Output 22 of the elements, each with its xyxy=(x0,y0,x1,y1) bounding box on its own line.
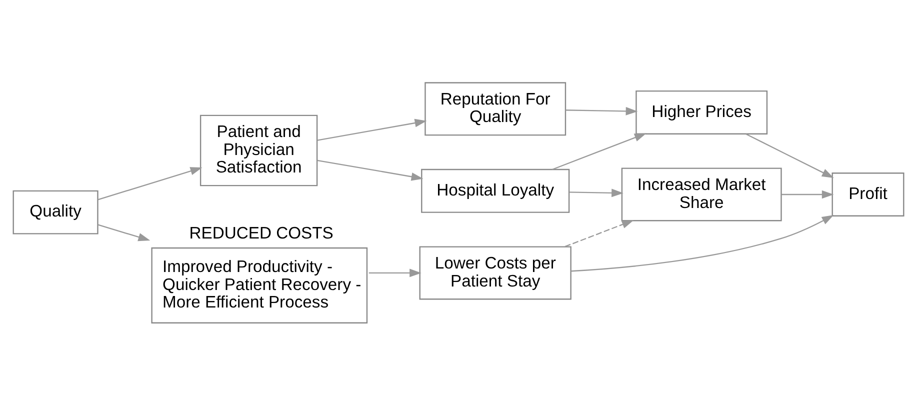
node-box: Improved Productivity - Quicker Patient Recovery - More Efficient Process xyxy=(151,246,368,323)
node-box: Profit xyxy=(832,172,904,216)
arrow xyxy=(98,166,202,200)
arrow xyxy=(368,268,422,277)
node-box: Hospital Loyalty xyxy=(421,168,570,212)
arrow xyxy=(566,106,638,115)
node-box: Patient and Physician Satisfaction xyxy=(200,114,318,186)
arrow xyxy=(570,214,834,272)
node-label: REDUCED COSTS xyxy=(189,223,334,242)
node-box: Higher Prices xyxy=(636,90,768,134)
arrow xyxy=(98,224,150,241)
node-box: Reputation For Quality xyxy=(424,82,566,136)
arrow xyxy=(746,132,834,178)
arrow xyxy=(317,118,427,140)
arrow xyxy=(570,188,624,197)
node-box: Increased Market Share xyxy=(621,167,782,221)
arrow xyxy=(781,190,834,198)
node-box: Lower Costs per Patient Stay xyxy=(419,246,572,300)
arrow xyxy=(552,132,646,170)
node-box: Quality xyxy=(12,190,98,234)
arrow xyxy=(564,220,634,247)
arrow xyxy=(317,159,424,180)
